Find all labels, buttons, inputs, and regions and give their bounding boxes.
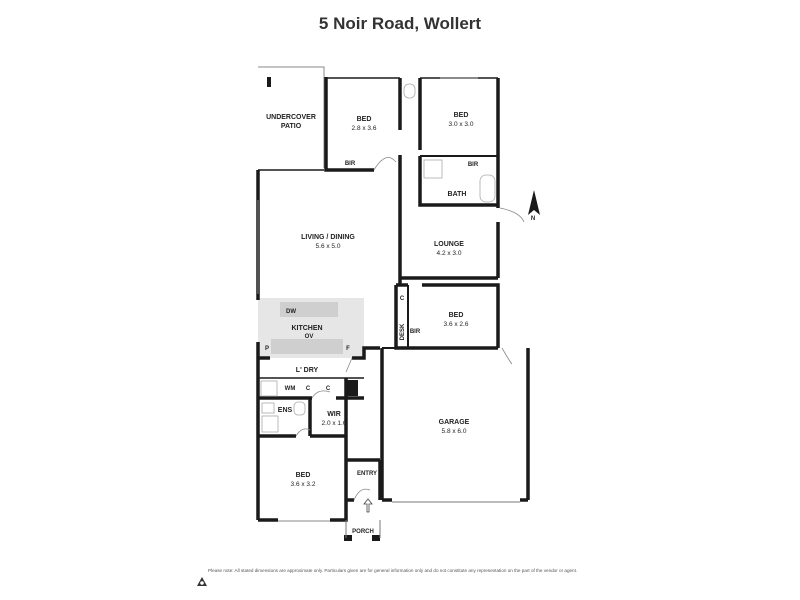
bir2-label: BIR: [468, 162, 479, 168]
patio-marker: [267, 77, 271, 87]
dw-label: DW: [286, 309, 296, 315]
ens-toilet-icon: [293, 401, 306, 416]
page-title: 5 Noir Road, Wollert: [318, 14, 482, 33]
laundry-tub-icon: [260, 380, 278, 397]
bed1-label: BED: [357, 116, 372, 123]
windows: [257, 77, 478, 522]
bir1-label: BIR: [345, 161, 356, 167]
wir-label: WIR: [327, 411, 341, 418]
bed3-label: BED: [449, 312, 464, 319]
bed1-dims: 2.8 x 3.6: [352, 125, 377, 132]
c3-label: C: [326, 386, 331, 392]
patio-label-2: PATIO: [281, 123, 302, 130]
kitchen-label: KITCHEN: [291, 325, 322, 332]
kitchen-bench: [271, 339, 343, 354]
laundry-label: L' DRY: [296, 367, 319, 374]
bed4-dims: 3.6 x 3.2: [291, 481, 316, 488]
lounge-label: LOUNGE: [434, 241, 464, 248]
bed2-dims: 3.0 x 3.0: [449, 121, 474, 128]
kitchen-island: [280, 302, 338, 317]
compass-label: N: [531, 216, 535, 222]
entry-arrow-icon: [363, 498, 373, 513]
bed3-dims: 3.6 x 2.6: [444, 321, 469, 328]
fridge-block: [346, 380, 358, 396]
garage-dims: 5.8 x 6.0: [442, 428, 467, 435]
pantry-label: P: [265, 346, 269, 352]
ens-shower-icon: [261, 415, 279, 433]
shower-icon: [423, 159, 443, 179]
living-dims: 5.6 x 5.0: [316, 243, 341, 250]
bir3-label: BIR: [410, 329, 421, 335]
lounge-dims: 4.2 x 3.0: [437, 250, 462, 257]
entry-label: ENTRY: [357, 471, 377, 477]
ens-basin-icon: [261, 402, 275, 414]
bathtub-icon: [479, 174, 496, 203]
agency-logo-icon: [197, 577, 207, 586]
ov-label: OV: [305, 334, 314, 340]
garage-label: GARAGE: [439, 419, 470, 426]
walls: [256, 66, 530, 541]
living-label: LIVING / DINING: [301, 234, 355, 241]
bed4-label: BED: [296, 472, 311, 479]
toilet-icon: [403, 83, 416, 99]
disclaimer-text: Please note: All stated dimensions are a…: [208, 568, 578, 573]
wir-dims: 2.0 x 1.6: [322, 420, 347, 427]
c2-label: C: [306, 386, 311, 392]
doors: [295, 157, 525, 501]
bed2-label: BED: [454, 112, 469, 119]
wm-label: WM: [285, 386, 296, 392]
bath-label: BATH: [448, 191, 467, 198]
desk-label: DESK: [400, 323, 406, 340]
c1-label: C: [400, 296, 405, 302]
porch-label: PORCH: [352, 529, 374, 535]
compass-icon: [528, 190, 540, 215]
patio-label: UNDERCOVER: [266, 114, 316, 121]
fridge-label: F: [346, 346, 350, 352]
ens-label: ENS: [278, 407, 293, 414]
